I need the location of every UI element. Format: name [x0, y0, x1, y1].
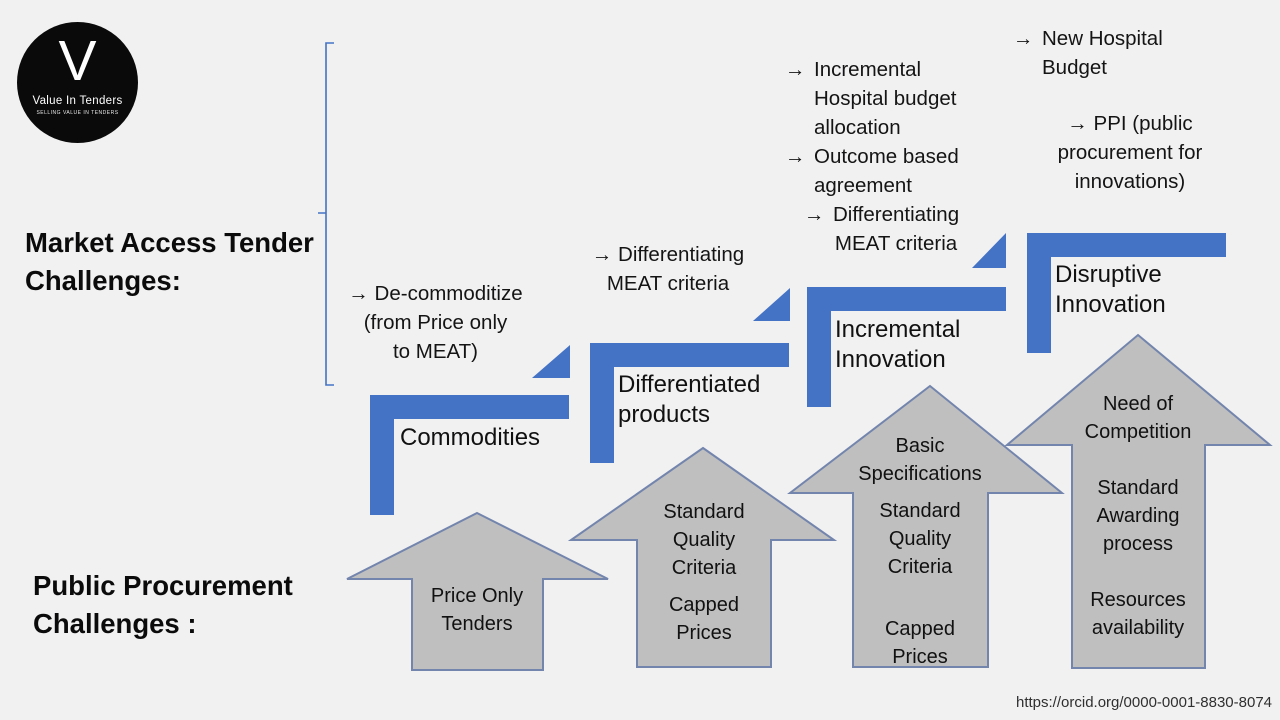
- step-label: Incremental Innovation: [835, 316, 961, 373]
- step-bar-left: [370, 395, 394, 515]
- step-bar-top: [370, 395, 569, 419]
- arrow-label-group: Standard Quality Criteria: [663, 501, 745, 579]
- step-label: Disruptive Innovation: [1055, 261, 1166, 318]
- step-bar-top: [590, 343, 789, 367]
- market-access-brace: [318, 42, 334, 386]
- arrow-label-basic-specifications: Basic Specifications Standard Quality Cr…: [845, 432, 995, 671]
- note-decommoditize: → De-commoditize (from Price only to MEA…: [348, 282, 523, 363]
- step-label: Commodities: [400, 424, 541, 451]
- logo: V Value In Tenders SELLING VALUE IN TEND…: [17, 22, 138, 143]
- arrow-bullet: →: [785, 58, 806, 81]
- note-incremental-innovation: → Incremental Hospital budget allocation…: [785, 55, 1000, 258]
- bullet-text: Incremental Hospital budget allocation: [814, 58, 957, 139]
- step-bar-left: [1027, 233, 1051, 353]
- arrow-bullet: →: [1013, 27, 1034, 50]
- note-ppi: → PPI (public procurement for innovation…: [1057, 112, 1203, 193]
- arrow-label-price-only: Price Only Tenders: [402, 582, 552, 638]
- logo-name: Value In Tenders: [32, 95, 123, 107]
- arrow-label-group: Price Only Tenders: [430, 585, 524, 635]
- bullet-item: → Differentiating MEAT criteria: [804, 200, 1000, 258]
- arrow-bullet: →: [804, 203, 825, 226]
- up-arrow-shape-standard-quality: [567, 446, 838, 668]
- arrow-label-standard-quality: Standard Quality Criteria Capped Prices: [629, 498, 779, 647]
- arrow-label-group: Standard Quality Criteria: [879, 500, 961, 578]
- orcid-url: https://orcid.org/0000-0001-8830-8074: [1016, 694, 1273, 711]
- arrow-label-group: Capped Prices: [884, 618, 956, 668]
- arrow-label-group: Standard Awarding process: [1096, 477, 1180, 555]
- market-access-heading: Market Access Tender Challenges:: [25, 227, 314, 296]
- up-arrow-shape-price-only: [346, 511, 609, 671]
- step-bar-top: [1027, 233, 1226, 257]
- step-bar-left: [590, 343, 614, 463]
- arrow-label-group: Need of Competition: [1084, 393, 1192, 443]
- step-bar-top: [807, 287, 1006, 311]
- note-differentiating-meat: → Differentiating MEAT criteria: [591, 243, 745, 295]
- arrow-label-group: Resources availability: [1090, 589, 1186, 639]
- bullet-text: New Hospital Budget: [1042, 27, 1163, 79]
- bullet-item: → Outcome based agreement: [785, 142, 1000, 200]
- step-label: Differentiated products: [618, 371, 761, 428]
- arrow-label-group: Capped Prices: [668, 594, 740, 644]
- bullet-item: → Incremental Hospital budget allocation: [785, 55, 1000, 142]
- bullet-item: → New Hospital Budget: [1013, 24, 1203, 82]
- public-procurement-heading: Public Procurement Challenges :: [33, 570, 293, 639]
- step-bar-left: [807, 287, 831, 407]
- bullet-text: Differentiating MEAT criteria: [833, 203, 960, 255]
- arrow-label-group: Basic Specifications: [858, 435, 982, 485]
- arrow-label-need-of-competition: Need of Competition Standard Awarding pr…: [1063, 390, 1213, 642]
- up-arrow-shape-basic-specifications: [787, 384, 1065, 668]
- arrow-bullet: →: [785, 145, 806, 168]
- bullet-text: Outcome based agreement: [814, 145, 959, 197]
- note-new-hospital-budget: → New Hospital Budget: [1013, 24, 1203, 82]
- logo-tagline: SELLING VALUE IN TENDERS: [36, 110, 119, 116]
- up-arrow-shape-need-of-competition: [1004, 333, 1273, 669]
- logo-monogram: V: [58, 29, 97, 93]
